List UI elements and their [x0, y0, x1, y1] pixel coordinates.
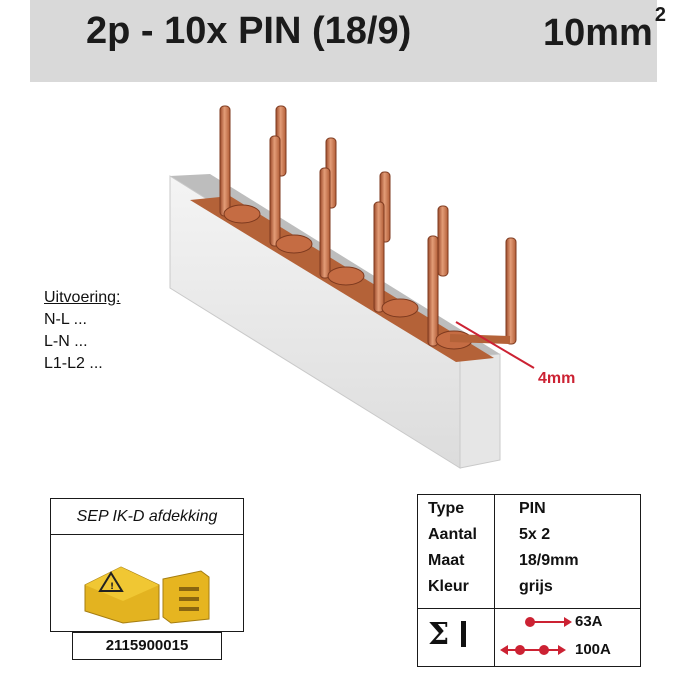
svg-text:!: !	[110, 582, 114, 592]
spec-value: 5x 2	[519, 526, 551, 543]
variants-list: Uitvoering: N-L ... L-N ... L1-L2 ...	[44, 287, 120, 375]
single-feed-arrow-icon	[525, 617, 572, 627]
spec-row-aantal: Aantal 5x 2	[418, 523, 640, 549]
pin-dimension-label: 4mm	[538, 370, 576, 387]
busbar-product-image	[169, 105, 535, 469]
variant-item: L1-L2 ...	[44, 355, 103, 372]
sep-cover-box: SEP IK-D afdekking !	[50, 498, 244, 632]
spec-row-maat: Maat 18/9mm	[418, 549, 640, 575]
spec-row-type: Type PIN	[418, 497, 640, 523]
spec-divider	[494, 495, 495, 608]
rating-single-value: 63A	[575, 613, 603, 630]
spec-value: 18/9mm	[519, 552, 579, 569]
cross-section-superscript: 2	[654, 4, 666, 27]
rating-double-value: 100A	[575, 641, 611, 658]
spec-key: Maat	[428, 552, 465, 569]
sep-article-code: 2115900015	[72, 632, 222, 660]
sep-cover-title: SEP IK-D afdekking	[51, 499, 243, 535]
spec-key: Kleur	[428, 578, 469, 595]
spec-value: grijs	[519, 578, 553, 595]
current-bar-icon	[461, 621, 466, 647]
variant-item: L-N ...	[44, 333, 88, 350]
spec-key: Type	[428, 500, 465, 517]
spec-row-kleur: Kleur grijs	[418, 575, 640, 601]
double-feed-arrow-icon	[500, 645, 566, 655]
cross-section-value: 10mm	[543, 12, 653, 54]
variants-title: Uitvoering:	[44, 289, 121, 306]
spec-divider	[494, 608, 495, 666]
sigma-symbol: Σ	[428, 617, 450, 652]
spec-key: Aantal	[428, 526, 477, 543]
variant-item: N-L ...	[44, 311, 87, 328]
spec-divider	[418, 608, 640, 609]
product-title: 2p - 10x PIN (18/9)	[86, 10, 412, 52]
yellow-cover-caps-image: !	[84, 566, 210, 624]
spec-table: Type PIN Aantal 5x 2 Maat 18/9mm Kleur g…	[417, 494, 641, 667]
spec-value: PIN	[519, 500, 546, 517]
